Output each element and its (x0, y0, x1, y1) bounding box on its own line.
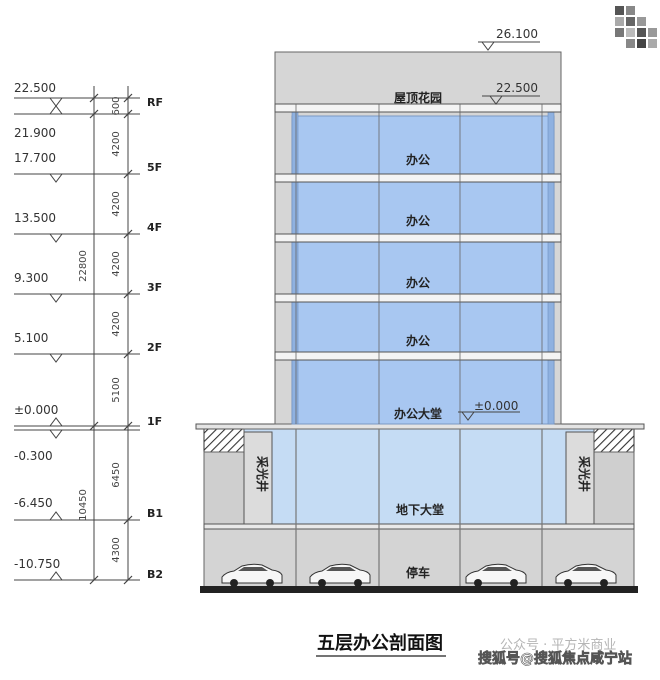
level-5100: 5.100 (14, 331, 48, 345)
room-lightwell-left: 采光井 (255, 455, 270, 492)
parking-cars (221, 563, 617, 587)
level-ground: ±0.000 (14, 403, 58, 417)
floor-b2: B2 (147, 568, 163, 581)
room-basement-hall: 地下大堂 (396, 502, 444, 517)
room-office-3f: 办公 (406, 275, 430, 290)
level-9300: 9.300 (14, 271, 48, 285)
lightwell-left (243, 431, 273, 527)
car-icon (555, 563, 617, 587)
level-17700: 17.700 (14, 151, 56, 165)
level-minus-6450: -6.450 (14, 496, 53, 510)
level-top-26100: 26.100 (496, 27, 538, 41)
dim-600: 600 (111, 96, 122, 115)
level-22500: 22.500 (14, 81, 56, 95)
floor-5-glass (291, 115, 555, 177)
level-roof-right: 22.500 (496, 81, 538, 95)
floor-3-glass (291, 240, 555, 297)
level-scale (14, 86, 140, 585)
drawing-title: 五层办公剖面图 (317, 632, 443, 654)
level-21900: 21.900 (14, 126, 56, 140)
level-13500: 13.500 (14, 211, 56, 225)
basement-hall (243, 428, 595, 529)
lightwell-right (565, 431, 595, 527)
floor-4f: 4F (147, 221, 162, 234)
room-labels: 屋顶花园 办公 办公 办公 办公 办公大堂 地下大堂 停车 采光井 采光井 (255, 90, 592, 580)
room-office-lobby: 办公大堂 (394, 406, 442, 421)
car-icon (465, 563, 527, 587)
dim-4300: 4300 (111, 537, 122, 562)
roof-block (274, 51, 562, 105)
dim-4200-2f: 4200 (111, 311, 122, 336)
floor-4-glass (291, 180, 555, 237)
dim-10450: 10450 (78, 489, 89, 521)
car-icon (309, 563, 371, 587)
soil-hatch-right (593, 427, 635, 453)
level-ground-right: ±0.000 (474, 399, 518, 413)
floor-slabs (274, 103, 562, 361)
grid-logo (615, 6, 657, 48)
dim-4200-3f: 4200 (111, 251, 122, 276)
floor-b1: B1 (147, 507, 163, 520)
dim-5100: 5100 (111, 377, 122, 402)
floor-names: RF 5F 4F 3F 2F 1F B1 B2 (147, 96, 163, 581)
floor-1-glass (291, 358, 555, 425)
dim-4200-4f: 4200 (111, 191, 122, 216)
office-tower (274, 41, 562, 425)
watermark-faint: 公众号 · 平方米商业 (500, 637, 616, 653)
soil-hatch-left (203, 427, 245, 453)
room-office-4f: 办公 (406, 213, 430, 228)
floor-rf: RF (147, 96, 163, 109)
floor-3f: 3F (147, 281, 162, 294)
room-lightwell-right: 采光井 (577, 455, 592, 492)
car-icon (221, 563, 283, 587)
dim-6450: 6450 (111, 462, 122, 487)
room-roof-garden: 屋顶花园 (394, 90, 442, 105)
room-parking: 停车 (406, 565, 430, 580)
dim-22800: 22800 (78, 250, 89, 282)
level-minus-10750: -10.750 (14, 557, 60, 571)
room-office-5f: 办公 (406, 152, 430, 167)
room-office-2f: 办公 (406, 333, 430, 348)
floor-2f: 2F (147, 341, 162, 354)
watermark: 搜狐号@搜狐焦点咸宁站 (478, 650, 632, 667)
dim-4200-5f: 4200 (111, 131, 122, 156)
level-labels: 22.500 21.900 17.700 13.500 9.300 5.100 … (14, 81, 60, 571)
floor-1f: 1F (147, 415, 162, 428)
level-minus-0300: -0.300 (14, 449, 53, 463)
dimension-labels: 600 4200 4200 4200 4200 5100 6450 4300 2… (78, 96, 122, 562)
floor-5f: 5F (147, 161, 162, 174)
